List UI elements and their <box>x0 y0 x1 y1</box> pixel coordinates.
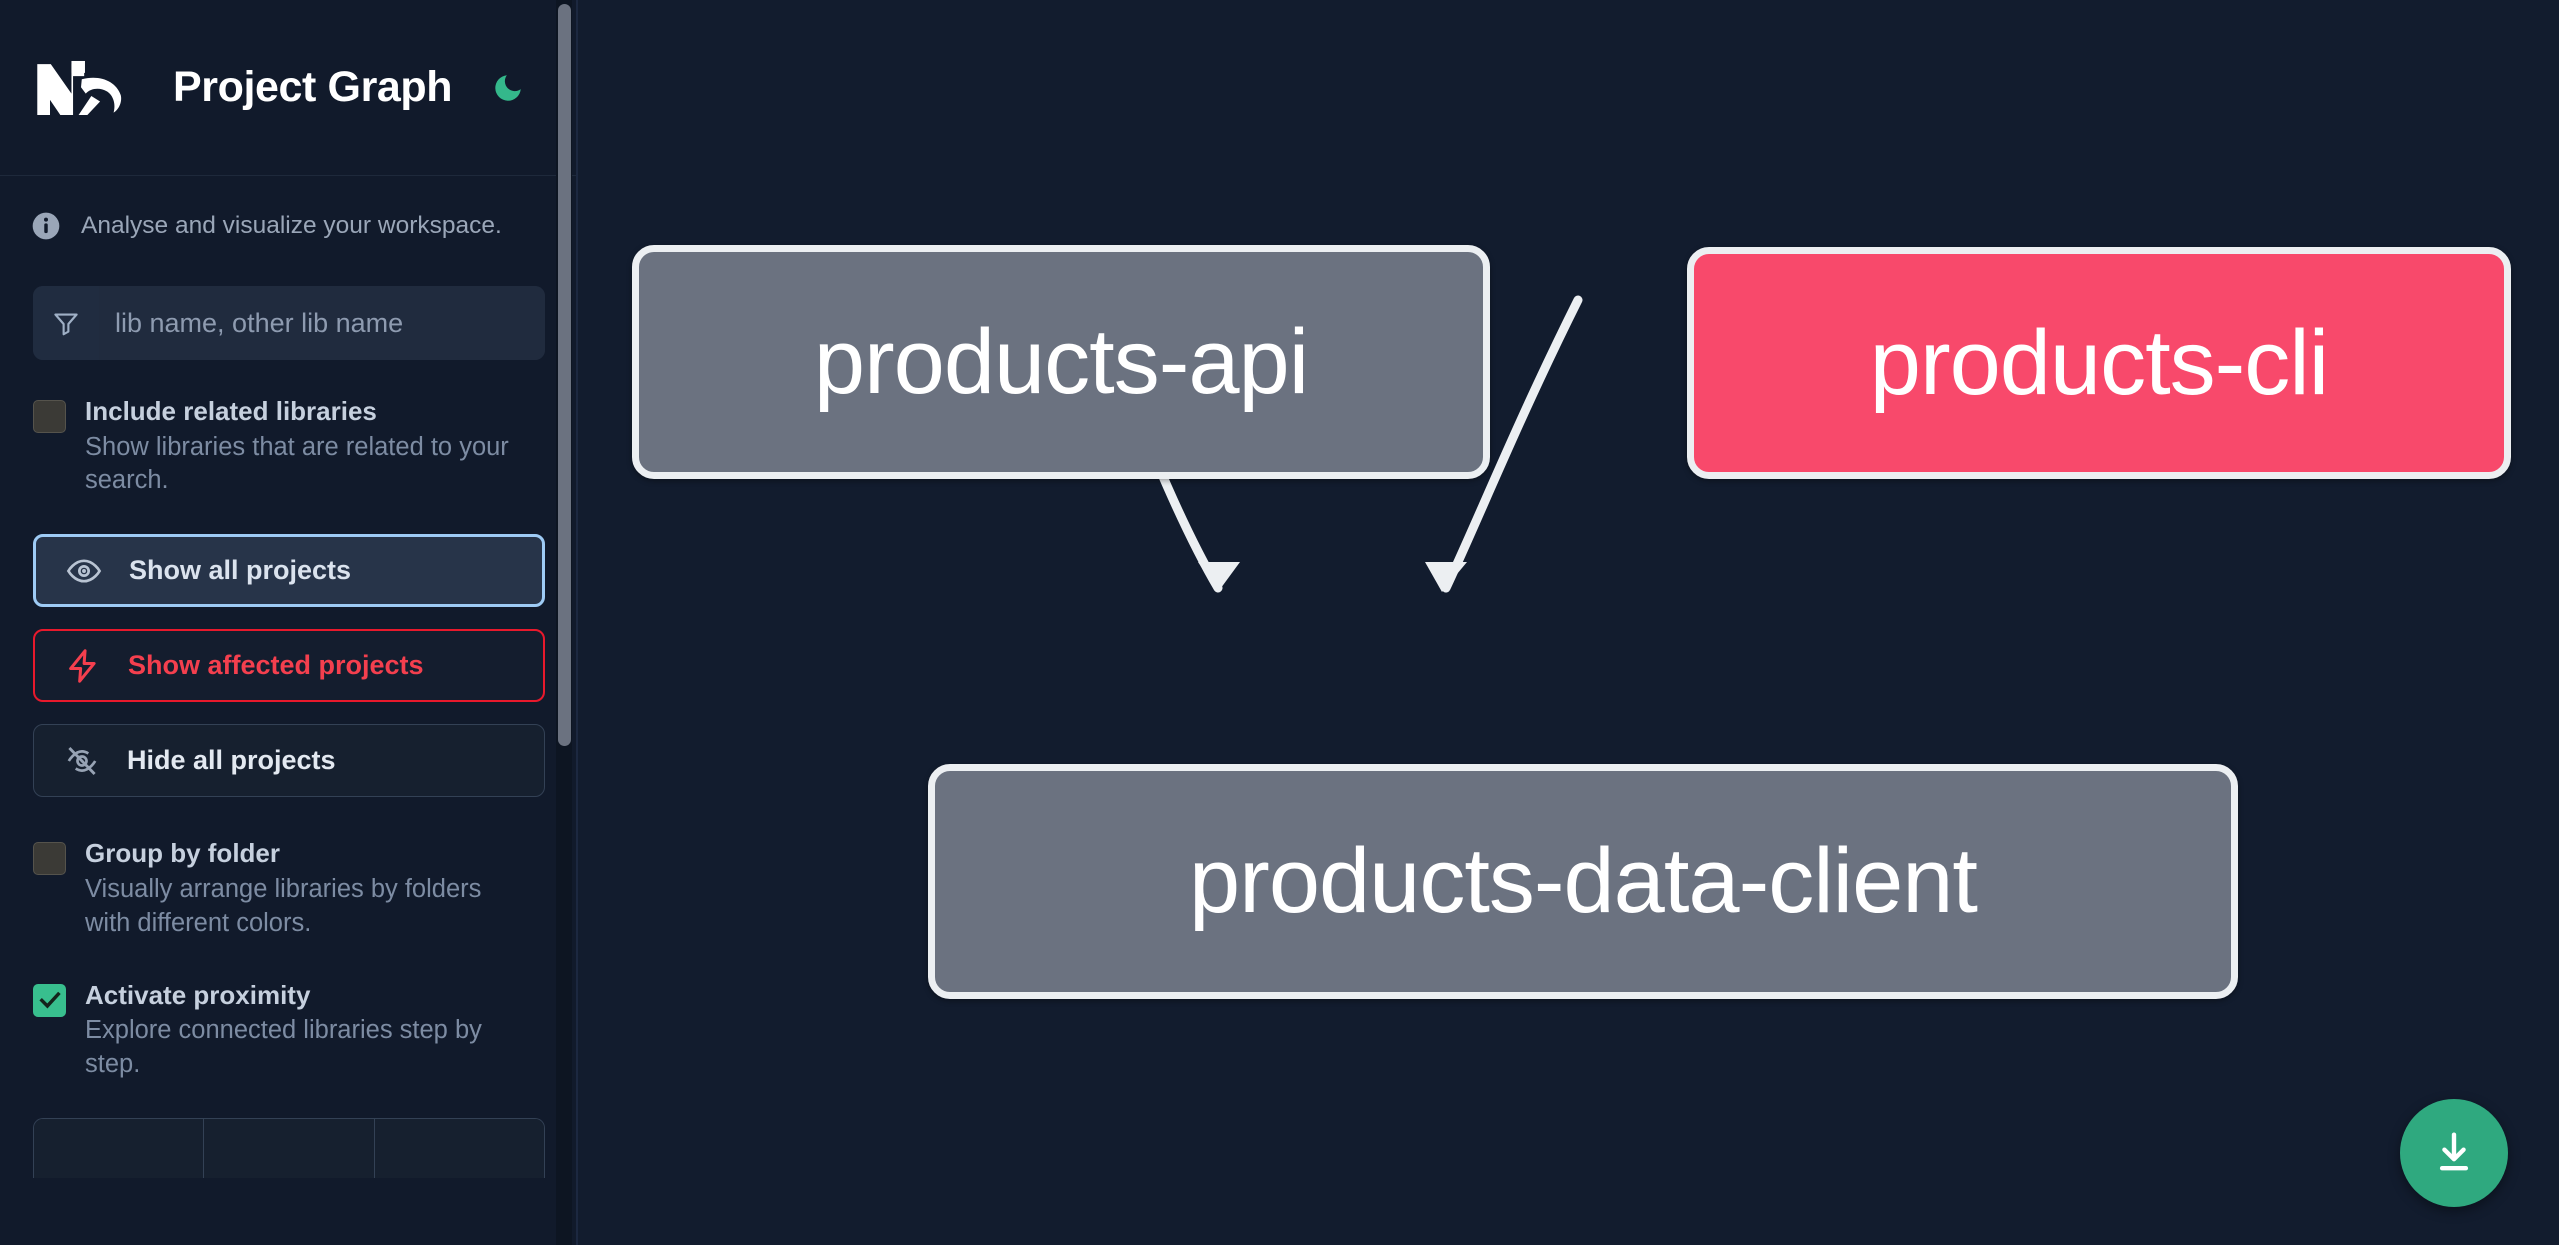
sidebar-body: Include related libraries Show libraries… <box>0 286 578 1178</box>
nx-logo-icon <box>33 57 129 119</box>
show-affected-projects-button[interactable]: Show affected projects <box>33 629 545 703</box>
download-image-button[interactable] <box>2400 1099 2508 1207</box>
workspace-info: Analyse and visualize your workspace. <box>0 176 578 276</box>
sidebar-scroll-region[interactable]: Project Graph Analyse and visualize yo <box>0 0 578 1245</box>
seg-item-1[interactable] <box>34 1118 205 1178</box>
graph-edges-layer <box>1088 295 1583 593</box>
option-label-include-related: Include related libraries <box>85 396 377 426</box>
seg-item-3[interactable] <box>374 1118 544 1178</box>
eye-off-icon <box>61 740 103 782</box>
graph-node-products-data-client[interactable]: products-data-client <box>928 764 2238 999</box>
show-all-projects-label: Show all projects <box>129 555 352 586</box>
sidebar: Project Graph Analyse and visualize yo <box>0 0 578 1245</box>
option-text-include-related: Include related libraries Show libraries… <box>85 395 530 498</box>
seg-item-2[interactable] <box>204 1118 375 1178</box>
option-text-group-by-folder: Group by folder Visually arrange librari… <box>85 837 530 940</box>
option-desc-activate-proximity: Explore connected libraries step by step… <box>85 1016 482 1079</box>
download-icon <box>2439 1132 2469 1171</box>
graph-node-label-products-api: products-api <box>813 310 1309 413</box>
hide-all-projects-button[interactable]: Hide all projects <box>33 724 545 798</box>
lightning-bolt-icon <box>62 645 104 687</box>
workspace-info-text: Analyse and visualize your workspace. <box>81 212 502 239</box>
option-activate-proximity[interactable]: Activate proximity Explore connected lib… <box>33 979 545 1082</box>
info-circle-icon <box>30 210 62 242</box>
option-label-group-by-folder: Group by folder <box>85 838 280 869</box>
sidebar-divider <box>576 0 578 1245</box>
graph-node-products-api[interactable]: products-api <box>632 245 1490 479</box>
proximity-step-segmented-control[interactable] <box>33 1117 545 1178</box>
option-group-by-folder[interactable]: Group by folder Visually arrange librari… <box>33 837 545 940</box>
sidebar-header: Project Graph <box>0 0 578 176</box>
filter-row[interactable] <box>33 286 545 360</box>
checkbox-include-related-libraries[interactable] <box>33 400 66 433</box>
edge-products-cli-to-products-data-client <box>1441 295 1583 593</box>
sidebar-scrollbar-thumb[interactable] <box>558 4 571 746</box>
sidebar-scrollbar-track[interactable] <box>556 0 572 1245</box>
show-all-projects-button[interactable]: Show all projects <box>33 534 545 608</box>
graph-canvas[interactable]: products-api products-cli products-data-… <box>578 0 2559 1245</box>
graph-node-products-cli[interactable]: products-cli <box>1687 247 2511 479</box>
option-text-activate-proximity: Activate proximity Explore connected lib… <box>85 979 530 1082</box>
moon-icon[interactable] <box>488 68 528 108</box>
hide-all-projects-label: Hide all projects <box>127 745 336 776</box>
checkbox-activate-proximity[interactable] <box>33 983 66 1017</box>
page-title: Project Graph <box>173 63 453 111</box>
funnel-filter-icon <box>33 286 99 360</box>
option-desc-group-by-folder: Visually arrange libraries by folders wi… <box>85 874 482 937</box>
eye-icon <box>63 550 105 592</box>
graph-node-label-products-cli: products-cli <box>1869 311 2329 414</box>
graph-node-label-products-data-client: products-data-client <box>1189 830 1978 932</box>
option-desc-include-related: Show libraries that are related to your … <box>85 432 509 495</box>
option-label-activate-proximity: Activate proximity <box>85 979 311 1010</box>
arrowhead-products-api <box>1198 562 1240 592</box>
option-include-related-libraries[interactable]: Include related libraries Show libraries… <box>33 395 545 498</box>
show-affected-projects-label: Show affected projects <box>128 650 424 681</box>
arrowhead-products-cli <box>1425 562 1467 592</box>
search-input[interactable] <box>99 286 545 360</box>
checkbox-group-by-folder[interactable] <box>33 842 66 876</box>
